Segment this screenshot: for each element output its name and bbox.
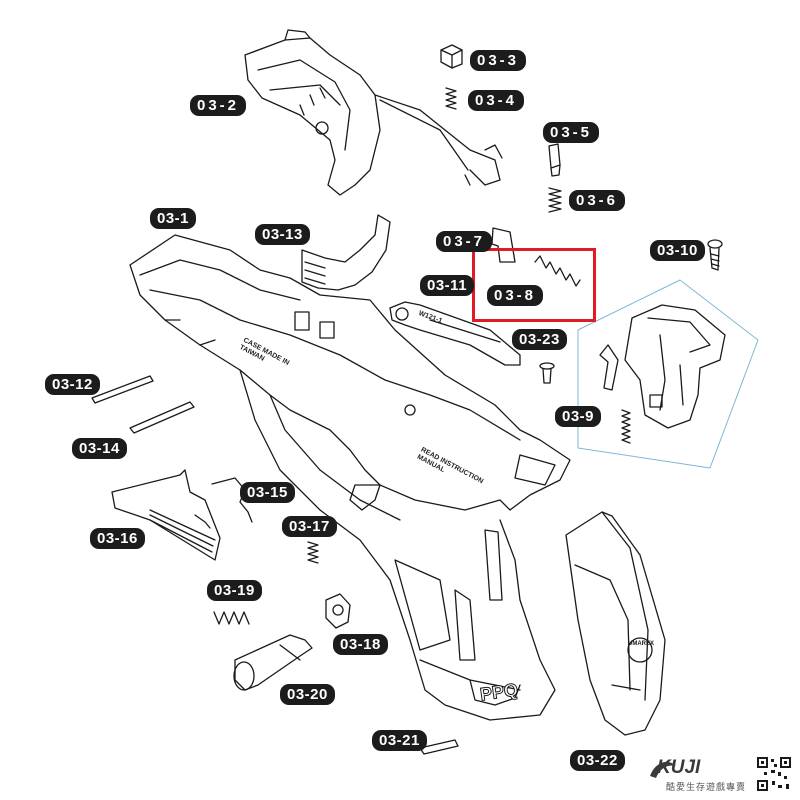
label-03-23: 03-23 xyxy=(512,329,567,350)
part-03-5 xyxy=(548,143,561,177)
brand-name: KUJI xyxy=(657,757,701,778)
spring-03-6 xyxy=(548,187,562,213)
label-03-12: 03-12 xyxy=(45,374,100,395)
label-03-10: 03-10 xyxy=(650,240,705,261)
spring-03-19 xyxy=(213,611,250,625)
label-03-14: 03-14 xyxy=(72,438,127,459)
part-03-9-hammer-housing xyxy=(599,304,726,444)
part-03-12-pin xyxy=(91,375,154,404)
label-03-5: 03-5 xyxy=(543,122,600,143)
label-03-2: 03-2 xyxy=(190,95,247,116)
part-03-21-pin xyxy=(419,739,459,755)
label-03-19: 03-19 xyxy=(207,580,262,601)
label-03-13: 03-13 xyxy=(255,224,310,245)
part-03-18 xyxy=(325,593,351,629)
spring-03-17 xyxy=(307,541,319,564)
part-03-23-screw xyxy=(539,362,555,384)
label-03-18: 03-18 xyxy=(333,634,388,655)
label-03-22: 03-22 xyxy=(570,750,625,771)
part-trigger-bar xyxy=(244,29,503,196)
label-03-17: 03-17 xyxy=(282,516,337,537)
label-03-20: 03-20 xyxy=(280,684,335,705)
part-03-11 xyxy=(389,301,521,366)
brand-logo-icon xyxy=(650,761,676,778)
label-03-6: 03-6 xyxy=(569,190,626,211)
part-03-16 xyxy=(111,469,221,561)
label-03-15: 03-15 xyxy=(240,482,295,503)
part-03-20 xyxy=(233,634,313,691)
label-03-3: 03-3 xyxy=(470,50,527,71)
label-03-9: 03-9 xyxy=(555,406,602,427)
label-03-16: 03-16 xyxy=(90,528,145,549)
assembly-box-03-9 xyxy=(577,279,759,469)
label-03-4: 03-4 xyxy=(468,90,525,111)
part-03-10-screw xyxy=(707,239,723,271)
magazine-logo: UMAREX xyxy=(628,641,655,647)
brand-tagline: 酷愛生存遊戲專賣 xyxy=(666,782,747,792)
label-03-7: 03-7 xyxy=(436,231,493,252)
part-03-7 xyxy=(491,227,516,263)
label-03-21: 03-21 xyxy=(372,730,427,751)
part-03-13 xyxy=(301,214,391,291)
part-03-14-pin xyxy=(129,401,195,434)
part-03-1-frame xyxy=(129,234,571,721)
part-03-3 xyxy=(440,44,463,69)
qr-code xyxy=(757,757,791,791)
spring-03-4 xyxy=(445,87,457,110)
spring-03-8 xyxy=(534,255,581,287)
label-03-1: 03-1 xyxy=(150,208,197,229)
label-03-8: 03-8 xyxy=(487,285,544,306)
part-03-22-magazine xyxy=(565,511,666,736)
label-03-11: 03-11 xyxy=(420,275,475,296)
